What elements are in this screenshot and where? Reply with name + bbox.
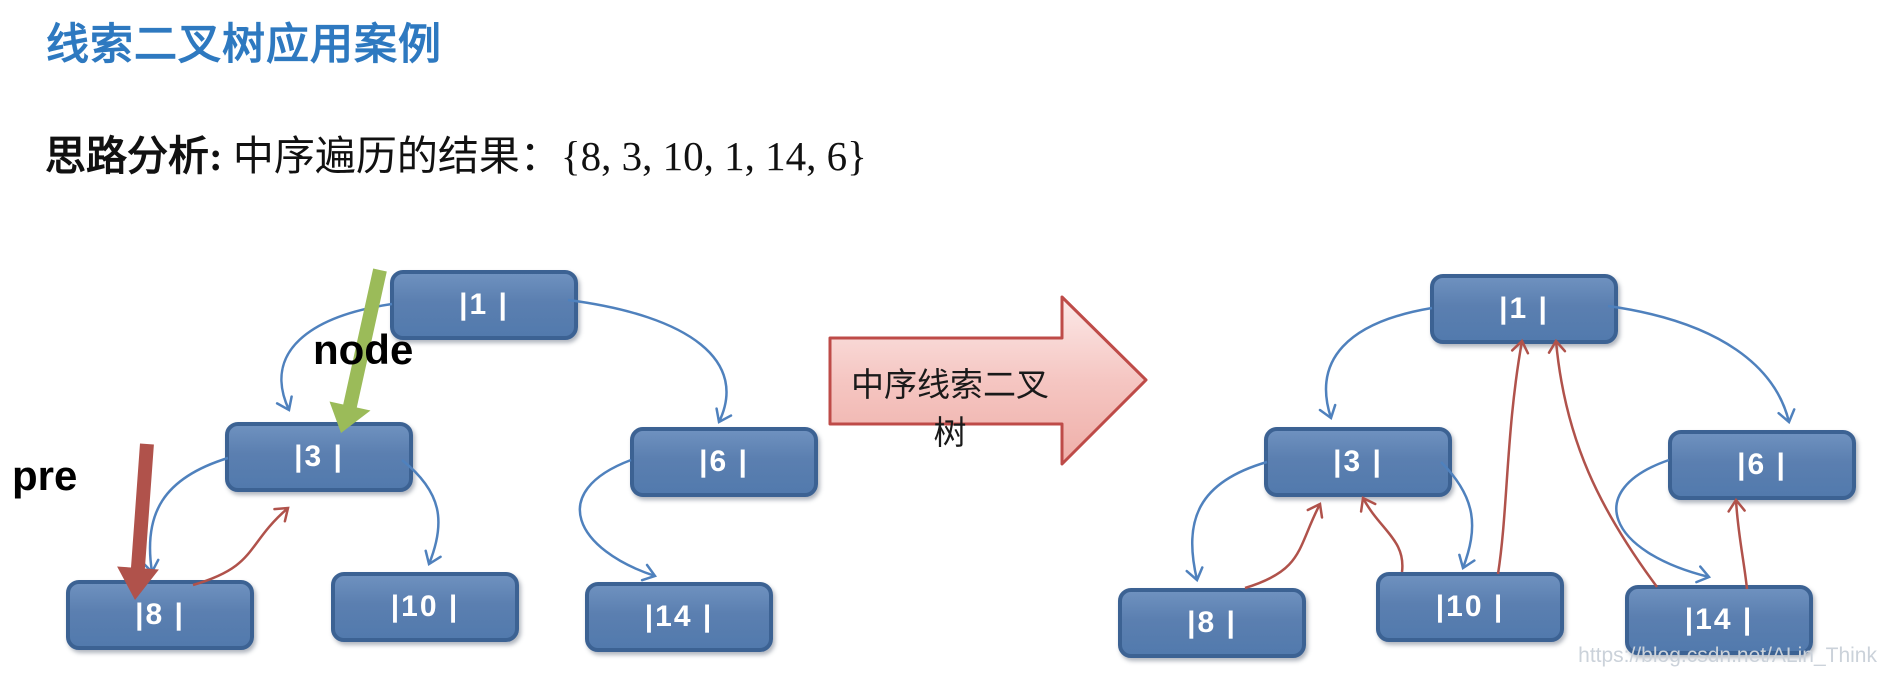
- analysis-line: 思路分析: 中序遍历的结果：{8, 3, 10, 1, 14, 6}: [45, 122, 867, 182]
- right-tree-node-3: |3 |: [1264, 427, 1452, 497]
- node-pointer-label: node: [313, 326, 414, 373]
- transform-arrow-label: 中序线索二叉树: [851, 368, 1049, 452]
- left-edge-6-to-14: [578, 458, 658, 582]
- analysis-label: 思路分析:: [45, 133, 223, 179]
- left-tree-node-14: |14 |: [585, 582, 773, 652]
- pre-pointer-label: pre: [12, 452, 78, 499]
- left-thread-8-to-3: [192, 506, 290, 587]
- right-tree-node-6: |6 |: [1668, 430, 1856, 500]
- right-thread-10-to-1: [1496, 338, 1530, 575]
- watermark: https://blog.csdn.net/ALin_Think: [1578, 644, 1877, 667]
- right-edge-6-to-14: [1615, 458, 1712, 584]
- left-edge-3-to-8: [141, 456, 229, 575]
- left-tree-node-10: |10 |: [331, 572, 519, 642]
- right-edge-3-to-8: [1185, 460, 1268, 583]
- right-thread-10-to-3: [1359, 496, 1404, 573]
- page-title: 线索二叉树应用案例: [46, 22, 442, 69]
- right-tree-node-10: |10 |: [1376, 572, 1564, 642]
- left-tree-node-1: |1 |: [390, 270, 578, 340]
- right-tree-node-14: |14 |: [1625, 585, 1813, 655]
- node-pointer-arrow-icon: [329, 268, 387, 433]
- transform-arrow-icon: [828, 295, 1148, 466]
- pre-pointer-arrow-icon: [117, 443, 159, 600]
- right-thread-14-to-6: [1727, 497, 1749, 590]
- right-edge-3-to-10: [1440, 461, 1476, 570]
- left-edge-1-to-3: [275, 302, 393, 412]
- left-tree-node-6: |6 |: [630, 427, 818, 497]
- right-thread-14-to-1: [1547, 338, 1659, 588]
- right-edge-1-to-6: [1607, 304, 1796, 425]
- right-edge-1-to-3: [1318, 306, 1433, 421]
- analysis-text: 中序遍历的结果：{8, 3, 10, 1, 14, 6}: [222, 133, 867, 179]
- left-edge-1-to-6: [567, 298, 733, 424]
- right-thread-8-to-3: [1244, 502, 1324, 590]
- left-edge-3-to-10: [401, 459, 442, 566]
- right-tree-node-8: |8 |: [1118, 588, 1306, 658]
- left-tree-node-8: |8 |: [66, 580, 254, 650]
- left-tree-node-3: |3 |: [225, 422, 413, 492]
